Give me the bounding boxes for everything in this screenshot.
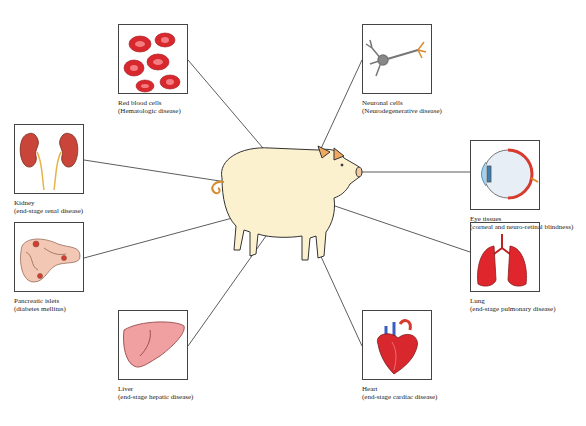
disease-name: (end-stage pulmonary disease) xyxy=(470,305,556,313)
icon-frame xyxy=(470,222,540,292)
leader-lines xyxy=(84,60,470,346)
eye-icon xyxy=(482,150,539,198)
disease-name: (Hematologic disease) xyxy=(118,107,188,115)
kidney-box: Kidney(end-stage renal disease) xyxy=(14,124,84,215)
caption: Heart(end-stage cardiac disease) xyxy=(362,385,437,401)
icon-frame xyxy=(14,124,84,194)
disease-name: (Neurodegenerative disease) xyxy=(362,107,442,115)
kidney-icon xyxy=(20,133,78,190)
disease-name: (diabetes mellitus) xyxy=(14,305,84,313)
icon-frame xyxy=(118,24,188,94)
red-blood-cells-icon xyxy=(124,33,180,92)
caption: Lung(end-stage pulmonary disease) xyxy=(470,297,556,313)
icon-frame xyxy=(362,310,432,380)
icon-frame xyxy=(14,222,84,292)
icon-frame xyxy=(470,140,540,210)
blood-cells-box: Red blood cells(Hematologic disease) xyxy=(118,24,188,115)
caption: Pancreatic islets(diabetes mellitus) xyxy=(14,297,84,313)
caption: Eye tissues(corneal and neuro-retinal bl… xyxy=(470,215,573,231)
heart-box: Heart(end-stage cardiac disease) xyxy=(362,310,437,401)
icon-frame xyxy=(118,310,188,380)
liver-box: Liver(end-stage hepatic disease) xyxy=(118,310,193,401)
organ-name: Heart xyxy=(362,385,437,393)
disease-name: (end-stage cardiac disease) xyxy=(362,393,437,401)
caption: Neuronal cells(Neurodegenerative disease… xyxy=(362,99,442,115)
organ-name: Liver xyxy=(118,385,193,393)
neuron-icon xyxy=(366,40,426,76)
organ-name: Lung xyxy=(470,297,556,305)
disease-name: (end-stage renal disease) xyxy=(14,207,84,215)
lung-icon xyxy=(478,234,527,286)
neuron-box: Neuronal cells(Neurodegenerative disease… xyxy=(362,24,442,115)
caption: Kidney(end-stage renal disease) xyxy=(14,199,84,215)
liver-icon xyxy=(123,322,184,367)
pancreas-box: Pancreatic islets(diabetes mellitus) xyxy=(14,222,84,313)
icon-frame xyxy=(362,24,432,94)
organ-name: Red blood cells xyxy=(118,99,188,107)
lung-box: Lung(end-stage pulmonary disease) xyxy=(470,222,556,313)
pig xyxy=(212,146,362,260)
caption: Red blood cells(Hematologic disease) xyxy=(118,99,188,115)
caption: Liver(end-stage hepatic disease) xyxy=(118,385,193,401)
organ-name: Kidney xyxy=(14,199,84,207)
disease-name: (corneal and neuro-retinal blindness) xyxy=(470,223,573,231)
organ-name: Neuronal cells xyxy=(362,99,442,107)
disease-name: (end-stage hepatic disease) xyxy=(118,393,193,401)
organ-name: Pancreatic islets xyxy=(14,297,84,305)
pancreas-icon xyxy=(21,239,81,282)
eye-box: Eye tissues(corneal and neuro-retinal bl… xyxy=(470,140,573,231)
heart-icon xyxy=(377,321,417,374)
